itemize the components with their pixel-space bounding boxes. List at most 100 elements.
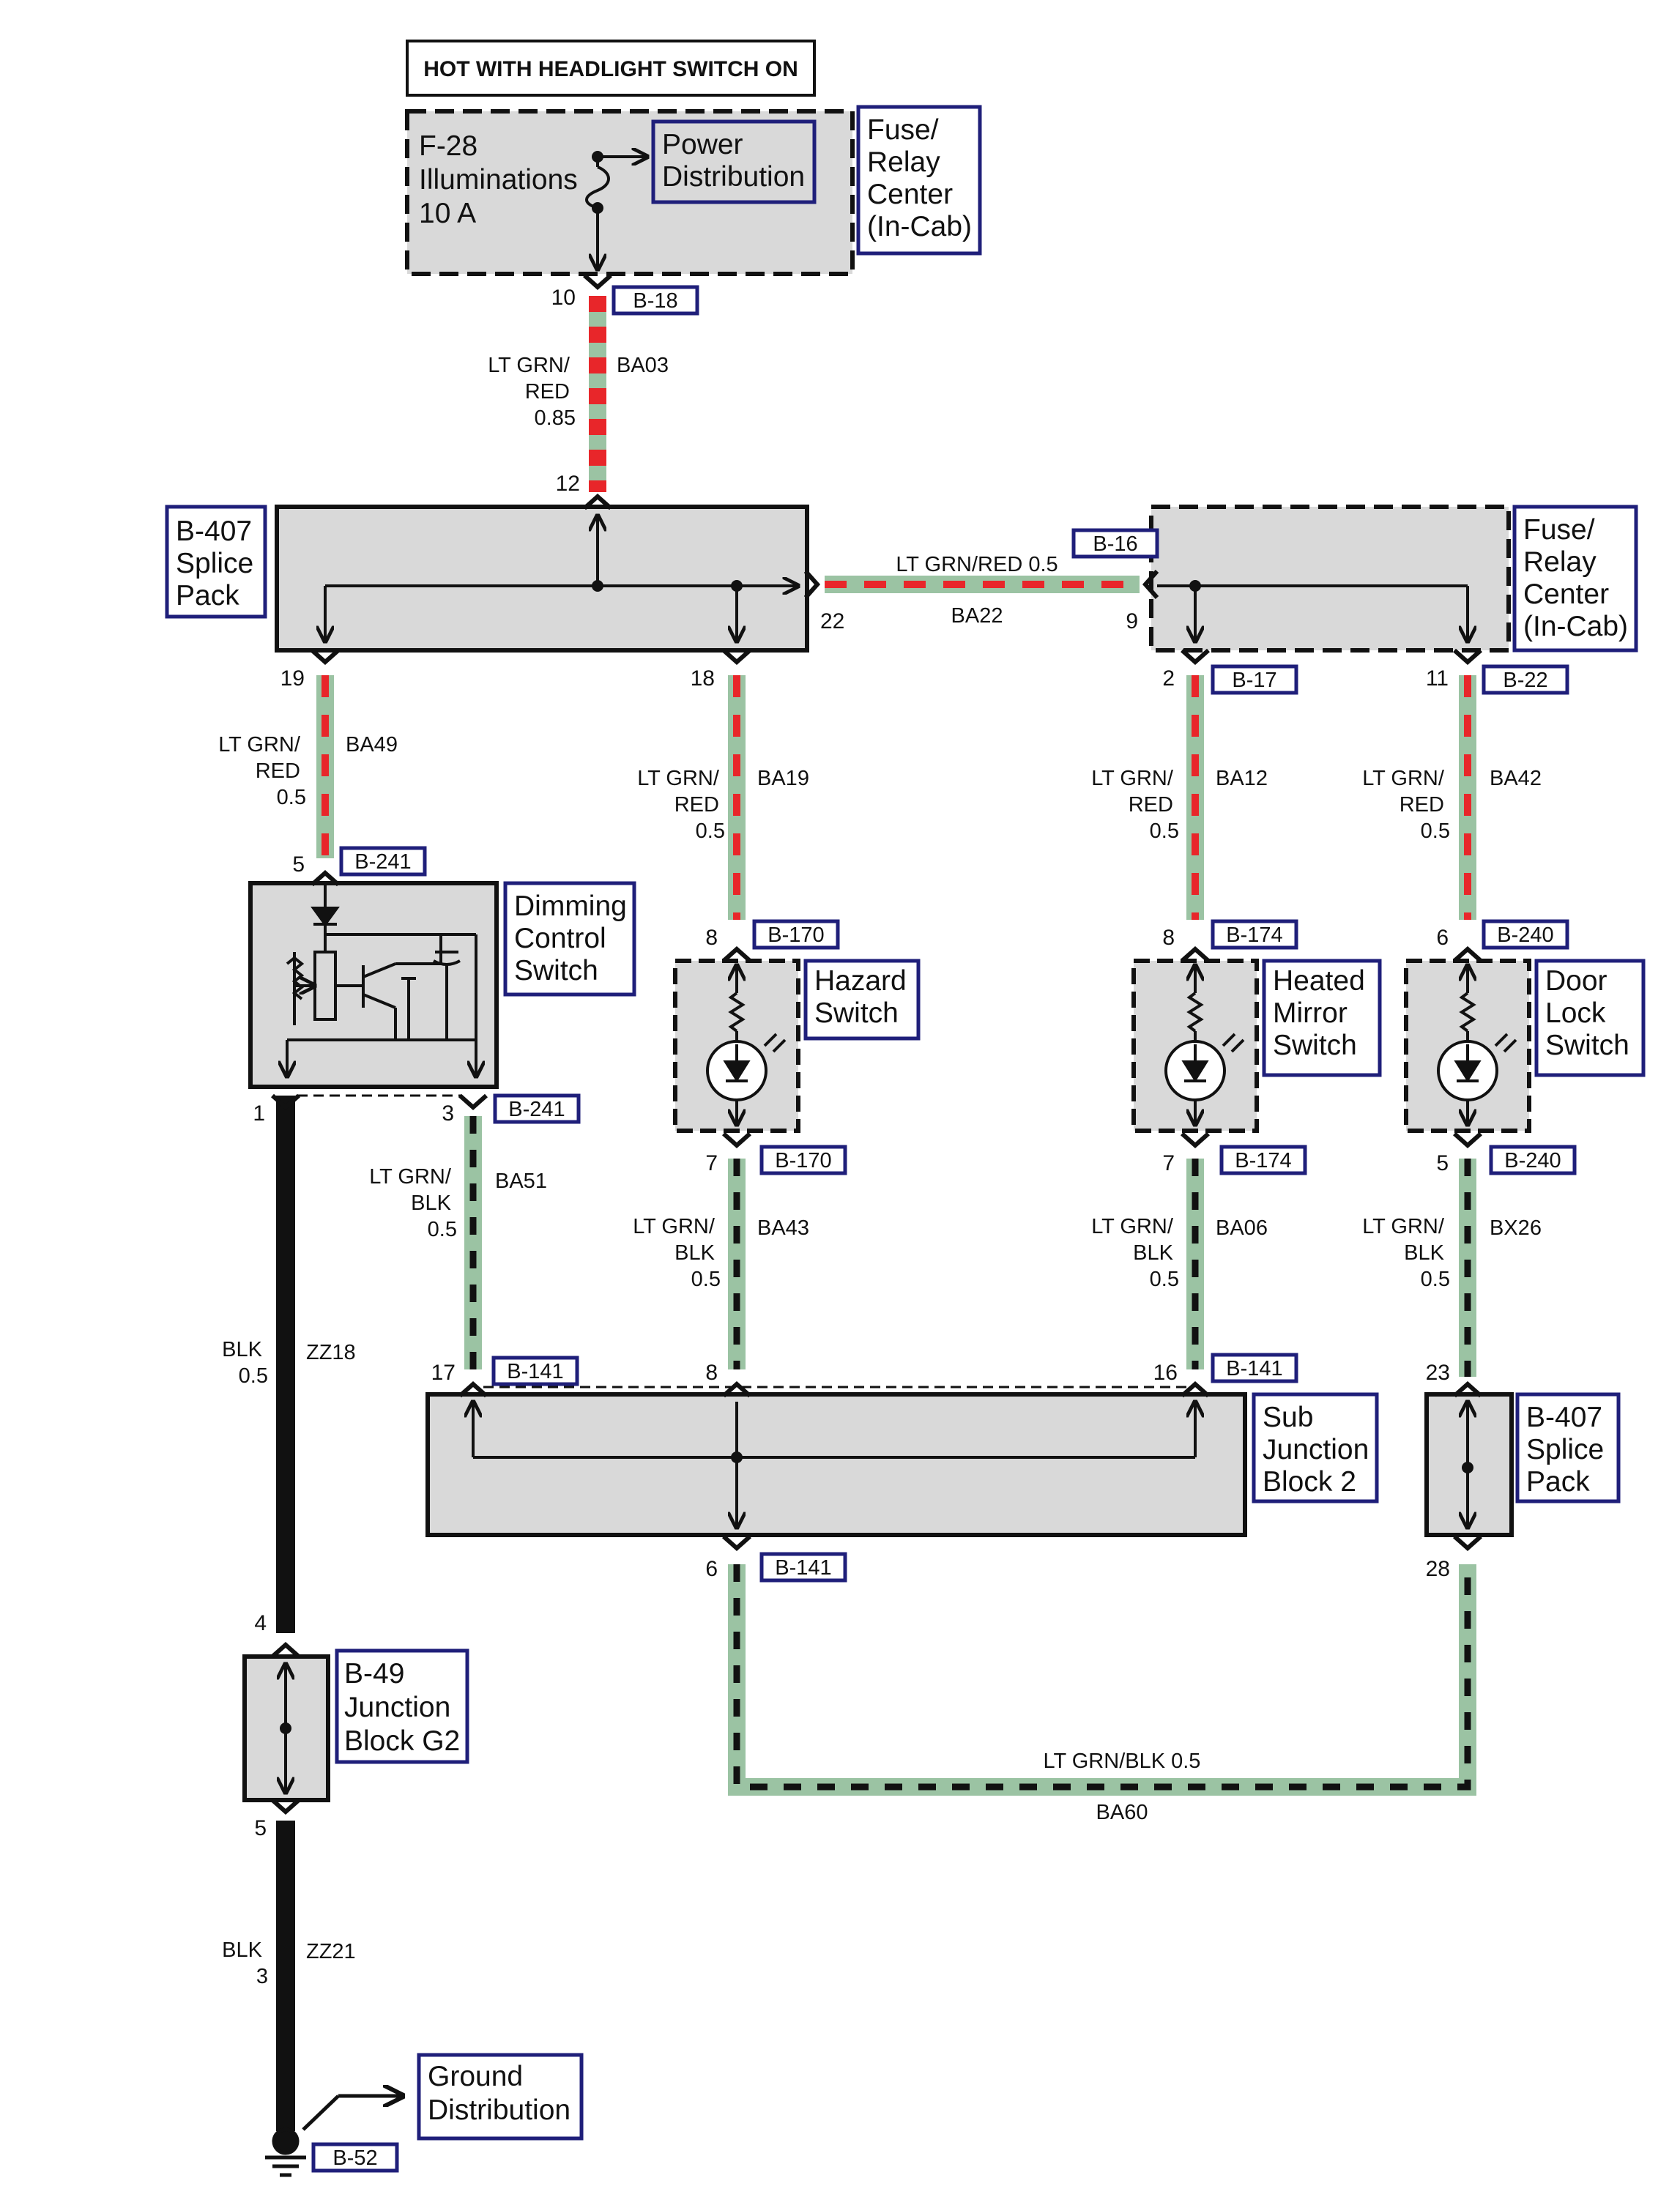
splice-pack-left-label: B-407 Splice Pack xyxy=(165,505,267,619)
connector-tag-b170-top[interactable]: B-170 xyxy=(752,919,840,950)
connector-tag-b170-bot[interactable]: B-170 xyxy=(759,1145,847,1175)
fuse-node xyxy=(592,202,603,214)
pin-numbers: 10 12 22 9 19 18 2 11 5 8 8 6 1 3 7 7 5 … xyxy=(253,286,1450,1840)
pin-number: 8 xyxy=(705,1361,718,1385)
door-lock-switch[interactable] xyxy=(1404,959,1531,1133)
connector-id: B-174 xyxy=(1226,923,1282,947)
hot-header: HOT WITH HEADLIGHT SWITCH ON xyxy=(406,40,816,97)
svg-text:Sub Junction Block: Sub Junction Block 2 xyxy=(1263,1402,1377,1498)
pin-number: 19 xyxy=(280,666,305,691)
wire-circuit-label: BA60 xyxy=(1096,1801,1148,1824)
connector-id: B-241 xyxy=(354,850,411,874)
connector-chevron xyxy=(271,1641,300,1659)
junction-block-g2-label: B-49 Junction Block G2 xyxy=(335,1648,469,1764)
connector-chevron xyxy=(1142,570,1159,599)
connector-id: B-52 xyxy=(332,2146,377,2170)
wire-circuit-label: ZZ18 xyxy=(306,1341,356,1364)
connector-tag-b16[interactable]: B-16 xyxy=(1071,528,1159,559)
connector-tag-b240-top[interactable]: B-240 xyxy=(1482,919,1569,950)
heated-mirror-switch[interactable] xyxy=(1131,959,1259,1133)
connector-chevron xyxy=(722,648,751,666)
pin-number: 6 xyxy=(1436,926,1449,950)
pin-number: 5 xyxy=(254,1816,267,1840)
sub-junction-block-label: Sub Junction Block 2 xyxy=(1252,1392,1379,1503)
power-distribution-label[interactable]: Power Distribution xyxy=(662,129,805,193)
fuse-f28-label: F-28 Illuminations 10 A xyxy=(419,130,586,229)
ground-distribution-label[interactable]: Ground Distribution xyxy=(417,2053,584,2141)
wire-circuit-label: BA49 xyxy=(346,733,398,757)
dimming-control-switch-label: Dimming Control Switch xyxy=(503,881,636,997)
hazard-switch-label: Hazard Switch xyxy=(803,959,921,1041)
pin-number: 3 xyxy=(442,1101,454,1126)
pin-number: 7 xyxy=(705,1151,718,1175)
svg-text:Door Lock Switch: Door Lock Switch xyxy=(1545,965,1629,1061)
heated-mirror-switch-label: Heated Mirror Switch xyxy=(1262,959,1382,1077)
pin-number: 6 xyxy=(705,1557,718,1581)
connector-tag-b141-a[interactable]: B-141 xyxy=(491,1356,579,1386)
connector-tag-b241-bot[interactable]: B-241 xyxy=(493,1093,581,1124)
junction-block-g2 xyxy=(242,1654,330,1802)
wire-color-label: LT GRN/ RED 0.5 xyxy=(218,733,306,809)
pin-number: 8 xyxy=(1162,926,1175,950)
ground-icon xyxy=(265,2096,403,2177)
pin-number: 9 xyxy=(1126,609,1138,633)
wire-circuit-label: BA06 xyxy=(1216,1216,1268,1240)
connector-id: B-170 xyxy=(767,923,824,947)
door-lock-switch-label: Door Lock Switch xyxy=(1534,959,1646,1077)
connector-tag-b174-top[interactable]: B-174 xyxy=(1211,919,1298,950)
connector-chevron xyxy=(583,273,612,291)
pin-number: 12 xyxy=(556,472,580,496)
led-switches xyxy=(673,959,1531,1133)
wire-circuit-label: BA12 xyxy=(1216,767,1268,790)
wire-labels: LT GRN/ RED 0.85 BA03 LT GRN/RED 0.5 BA2… xyxy=(218,354,1542,1988)
connector-chevron xyxy=(1181,1131,1210,1149)
wire-circuit-label: BA43 xyxy=(757,1216,809,1240)
fuse-node xyxy=(592,151,603,163)
connector-tag-b22[interactable]: B-22 xyxy=(1482,664,1569,695)
connector-chevron xyxy=(722,1131,751,1149)
pin-number: 4 xyxy=(254,1611,267,1635)
connector-tag-b240-bot[interactable]: B-240 xyxy=(1489,1145,1577,1175)
dimming-control-switch[interactable] xyxy=(248,881,499,1097)
splice-pack-left xyxy=(275,505,809,653)
pin-number: 5 xyxy=(1436,1151,1449,1175)
connector-tag-b141-c[interactable]: B-141 xyxy=(1211,1353,1298,1383)
svg-text:B-407 Splice Pack: B-407 Splice Pack xyxy=(176,516,261,611)
wire-color-label: BLK 3 xyxy=(222,1938,268,1988)
connector-chevron xyxy=(583,493,612,510)
wire-circuit-label: BA51 xyxy=(495,1170,547,1193)
pin-number: 18 xyxy=(691,666,715,691)
wire-color-label: LT GRN/ BLK 0.5 xyxy=(1091,1215,1179,1291)
led-icon xyxy=(1164,965,1245,1125)
wire-ba60[interactable] xyxy=(728,1564,1476,1796)
pin-number: 22 xyxy=(820,609,844,633)
pin-number: 2 xyxy=(1162,666,1175,691)
connector-tag-b18[interactable]: B-18 xyxy=(612,285,699,316)
connector-tag-b241-top[interactable]: B-241 xyxy=(339,846,427,877)
wire-circuit-label: ZZ21 xyxy=(306,1940,356,1963)
connector-chevron xyxy=(311,869,340,887)
fuse-relay-center-right-label: Fuse/ Relay Center (In-Cab) xyxy=(1512,505,1638,653)
connector-chevron xyxy=(1181,648,1210,666)
connector-chevrons xyxy=(271,273,1482,1815)
pin-number: 16 xyxy=(1153,1361,1178,1385)
connector-id: B-241 xyxy=(508,1098,565,1121)
wire-color-label: LT GRN/ RED 0.5 xyxy=(637,767,725,843)
connector-tag-b141-b[interactable]: B-141 xyxy=(759,1552,847,1583)
connector-id: B-174 xyxy=(1235,1149,1291,1172)
svg-text:Ground Distribution: Ground Distribution xyxy=(428,2061,570,2126)
connector-chevron xyxy=(1453,648,1482,666)
wire-color-label: LT GRN/BLK 0.5 xyxy=(1044,1750,1201,1773)
connector-tag-b52[interactable]: B-52 xyxy=(311,2142,399,2173)
led-icon xyxy=(706,965,787,1125)
wire-circuit-label: BA42 xyxy=(1490,767,1542,790)
connector-tag-b17[interactable]: B-17 xyxy=(1211,664,1298,695)
svg-text:Hazard Switch: Hazard Switch xyxy=(814,965,915,1029)
hazard-switch[interactable] xyxy=(673,959,800,1133)
pin-number: 28 xyxy=(1426,1557,1450,1581)
connector-chevron xyxy=(722,945,751,963)
pin-number: 23 xyxy=(1426,1361,1450,1385)
connector-tag-b174-bot[interactable]: B-174 xyxy=(1219,1145,1307,1175)
